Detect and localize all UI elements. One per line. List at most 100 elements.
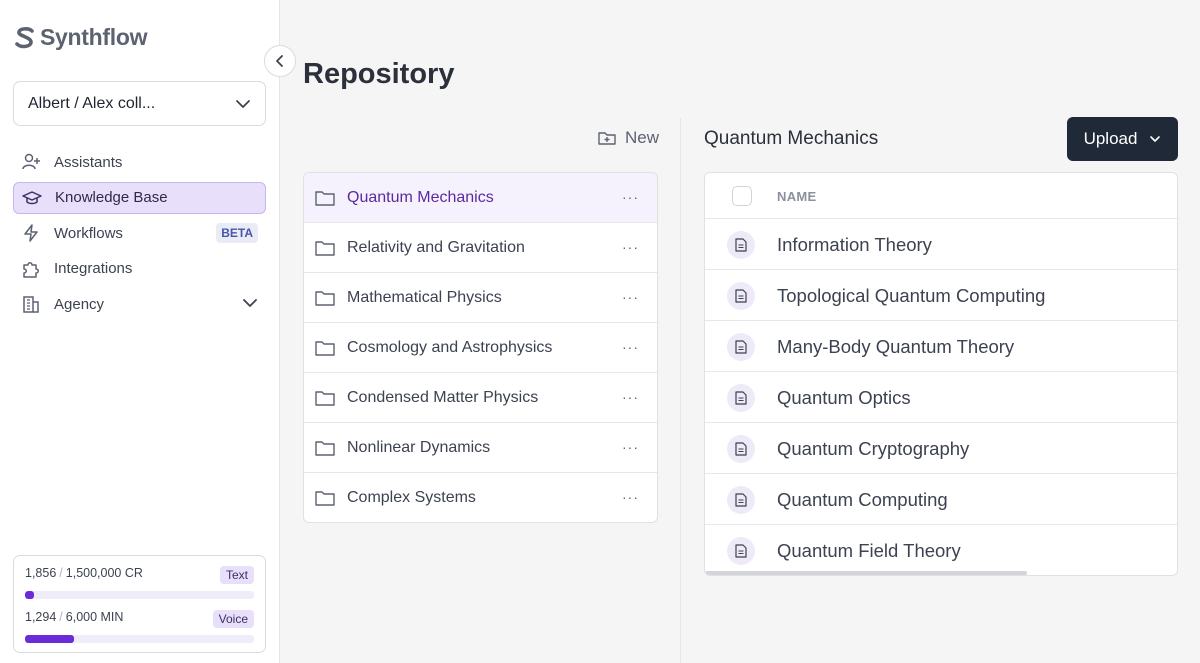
- sidebar-item-label: Integrations: [54, 260, 133, 277]
- column-header-name: NAME: [777, 189, 817, 204]
- document-icon: [727, 231, 755, 259]
- folder-icon: [315, 289, 335, 307]
- chevron-down-icon: [242, 295, 258, 312]
- file-name: Many-Body Quantum Theory: [777, 336, 1015, 357]
- upload-label: Upload: [1083, 129, 1138, 148]
- folder-list: Quantum Mechanics···Relativity and Gravi…: [303, 172, 658, 523]
- table-row[interactable]: Quantum Computing: [705, 474, 1177, 525]
- folder-item[interactable]: Cosmology and Astrophysics ···: [304, 323, 657, 373]
- workspace-selector[interactable]: Albert / Alex coll...: [13, 81, 266, 126]
- sidebar-item-label: Assistants: [54, 153, 123, 171]
- table-row[interactable]: Quantum Optics: [705, 372, 1177, 423]
- folder-icon: [315, 189, 335, 207]
- folder-name: Nonlinear Dynamics: [347, 438, 491, 456]
- puzzle-icon: [21, 259, 41, 279]
- chevron-down-icon: [236, 99, 250, 108]
- chevron-left-icon: [276, 55, 283, 67]
- collapse-sidebar-button[interactable]: [264, 45, 296, 77]
- sidebar-nav: Assistants Knowledge Base Workflows BETA…: [13, 146, 266, 324]
- document-icon: [727, 282, 755, 310]
- folder-item[interactable]: Nonlinear Dynamics ···: [304, 423, 657, 473]
- document-icon: [727, 435, 755, 463]
- more-options-icon[interactable]: ···: [622, 389, 639, 405]
- page-title: Repository: [303, 58, 455, 90]
- voice-usage-bar: [25, 635, 254, 643]
- document-icon: [727, 384, 755, 412]
- folder-name: Condensed Matter Physics: [347, 388, 539, 406]
- folder-item[interactable]: Condensed Matter Physics ···: [304, 373, 657, 423]
- folder-icon: [315, 389, 335, 407]
- more-options-icon[interactable]: ···: [622, 239, 639, 255]
- more-options-icon[interactable]: ···: [622, 439, 639, 455]
- text-usage-bar: [25, 591, 254, 599]
- sidebar-item-workflows[interactable]: Workflows BETA: [13, 217, 266, 249]
- voice-usage-fill: [25, 635, 75, 643]
- text-total: 1,500,000 CR: [65, 566, 143, 580]
- table-row[interactable]: Quantum Cryptography: [705, 423, 1177, 474]
- document-icon: [727, 333, 755, 361]
- sidebar: Synthflow Albert / Alex coll... Assistan…: [0, 0, 280, 663]
- folder-item[interactable]: Complex Systems ···: [304, 473, 657, 522]
- folder-icon: [315, 489, 335, 507]
- text-usage: 1,856/1,500,000 CR Text: [25, 566, 254, 610]
- logo-mark-icon: [15, 26, 34, 48]
- table-row[interactable]: Topological Quantum Computing: [705, 270, 1177, 321]
- folder-icon: [315, 339, 335, 357]
- workspace-name: Albert / Alex coll...: [28, 94, 156, 112]
- more-options-icon[interactable]: ···: [622, 489, 639, 505]
- table-header: NAME: [705, 173, 1177, 219]
- selected-folder-title: Quantum Mechanics: [704, 128, 879, 149]
- beta-badge: BETA: [216, 223, 258, 243]
- file-name: Quantum Field Theory: [777, 540, 961, 561]
- sidebar-item-knowledge-base[interactable]: Knowledge Base: [13, 181, 266, 214]
- panel-divider: [680, 118, 681, 663]
- sidebar-item-assistants[interactable]: Assistants: [13, 146, 266, 178]
- user-plus-icon: [21, 152, 41, 172]
- folder-name: Mathematical Physics: [347, 288, 502, 306]
- table-row[interactable]: Information Theory: [705, 219, 1177, 270]
- folder-name: Cosmology and Astrophysics: [347, 338, 553, 356]
- table-row[interactable]: Quantum Field Theory: [705, 525, 1177, 575]
- file-name: Quantum Optics: [777, 387, 911, 408]
- new-folder-label: New: [625, 128, 660, 147]
- brand-name: Synthflow: [40, 24, 148, 50]
- voice-usage: 1,294/6,000 MIN Voice: [25, 610, 254, 654]
- horizontal-scrollbar[interactable]: [705, 571, 1027, 575]
- new-folder-button[interactable]: New: [598, 128, 659, 148]
- text-usage-fill: [25, 591, 35, 599]
- folder-name: Complex Systems: [347, 489, 476, 506]
- sidebar-item-agency[interactable]: Agency: [13, 288, 266, 320]
- chevron-down-icon: [1150, 136, 1161, 142]
- table-row[interactable]: Many-Body Quantum Theory: [705, 321, 1177, 372]
- upload-button[interactable]: Upload: [1067, 117, 1178, 161]
- sidebar-item-label: Agency: [54, 295, 105, 313]
- file-name: Quantum Cryptography: [777, 438, 970, 459]
- file-name: Information Theory: [777, 234, 932, 255]
- text-used: 1,856: [25, 566, 57, 580]
- synthflow-logo[interactable]: Synthflow: [14, 24, 147, 51]
- folder-item[interactable]: Relativity and Gravitation ···: [304, 223, 657, 273]
- sidebar-item-label: Knowledge Base: [55, 189, 168, 206]
- more-options-icon[interactable]: ···: [622, 289, 639, 305]
- file-name: Topological Quantum Computing: [777, 285, 1046, 306]
- sidebar-item-label: Workflows: [54, 224, 123, 242]
- lightning-icon: [21, 223, 41, 243]
- voice-total: 6,000 MIN: [65, 610, 124, 624]
- voice-badge: Voice: [212, 610, 254, 628]
- folder-name: Relativity and Gravitation: [347, 238, 525, 256]
- document-icon: [727, 486, 755, 514]
- document-icon: [727, 537, 755, 565]
- more-options-icon[interactable]: ···: [622, 189, 639, 205]
- file-name: Quantum Computing: [777, 489, 948, 510]
- folder-item[interactable]: Quantum Mechanics ···: [304, 173, 657, 223]
- graduation-cap-icon: [22, 188, 42, 208]
- folder-icon: [315, 239, 335, 257]
- folder-name: Quantum Mechanics: [347, 188, 494, 206]
- building-icon: [21, 294, 41, 314]
- more-options-icon[interactable]: ···: [622, 339, 639, 355]
- folder-item[interactable]: Mathematical Physics ···: [304, 273, 657, 323]
- select-all-checkbox[interactable]: [732, 186, 752, 206]
- folder-icon: [315, 439, 335, 457]
- sidebar-item-integrations[interactable]: Integrations: [13, 253, 266, 285]
